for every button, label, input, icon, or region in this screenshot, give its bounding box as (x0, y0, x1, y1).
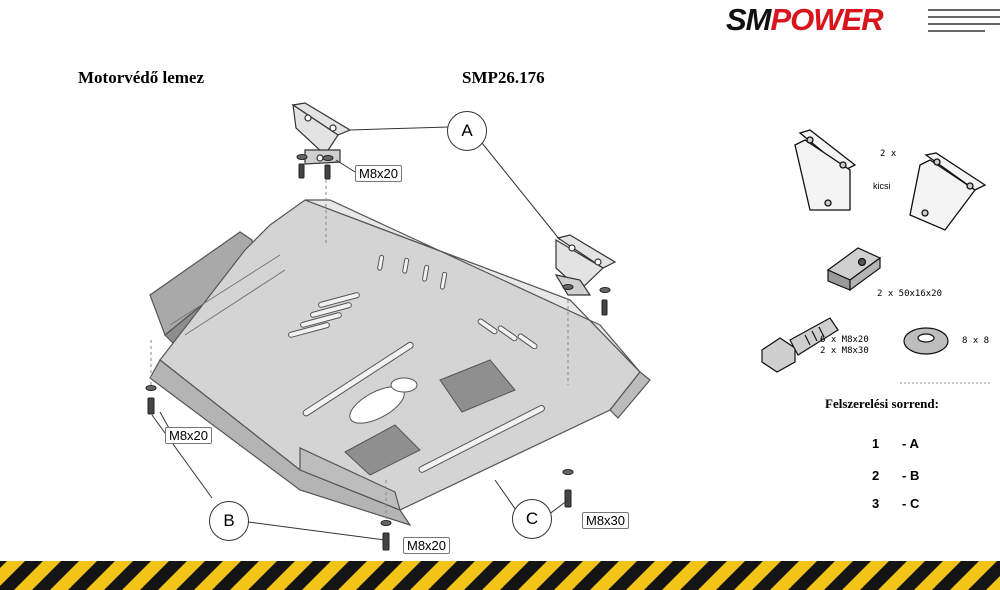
hazard-stripe (428, 561, 475, 590)
sequence-heading: Felszerelési sorrend: (825, 396, 939, 411)
hazard-stripe (644, 561, 691, 590)
hazard-stripe (140, 561, 187, 590)
hazard-stripe (680, 561, 727, 590)
logo-part-sm: SM (726, 2, 771, 37)
hazard-stripe (608, 561, 655, 590)
hazard-stripe (392, 561, 439, 590)
hazard-stripe (752, 561, 799, 590)
bolt-label-bottom: M8x20 (403, 537, 451, 554)
sequence-step-3-letter: - C (902, 496, 920, 511)
legend-bracket-qty: 2 x (880, 149, 897, 159)
hazard-stripe (536, 561, 583, 590)
hazard-stripe (464, 561, 511, 590)
hazard-stripe (212, 561, 259, 590)
bolts (145, 154, 611, 551)
guide-lines (150, 180, 569, 520)
legend-spacer-text: 2 x 50x16x20 (877, 289, 943, 299)
hazard-stripe (788, 561, 835, 590)
bolt-label-top: M8x20 (355, 165, 403, 182)
brand-logo: SMPOWER (726, 2, 884, 38)
hazard-stripe (896, 561, 943, 590)
legend-bolts-line1: 6 x M8x20 (820, 335, 869, 345)
legend-bolts-line2: 2 x M8x30 (820, 346, 869, 356)
bolt-label-right: M8x30 (582, 512, 630, 529)
logo-speed-lines (928, 9, 1000, 32)
legend-spacer-block (826, 247, 882, 292)
callout-a: A (447, 111, 487, 151)
hazard-stripe (0, 561, 43, 590)
hazard-stripe (500, 561, 547, 590)
hazard-stripe (968, 561, 1000, 590)
legend-washers-text: 8 x 8 (962, 336, 990, 346)
hazard-stripe (104, 561, 151, 590)
legend-bracket-2 (909, 152, 987, 231)
hazard-stripe (284, 561, 331, 590)
sequence-step-2-letter: - B (902, 468, 920, 483)
legend-bracket-name: kicsi (873, 181, 891, 191)
bolt-label-left: M8x20 (165, 427, 213, 444)
hazard-stripe (356, 561, 403, 590)
legend-washer (903, 327, 949, 355)
hazard-stripe (176, 561, 223, 590)
plate-slots (169, 254, 545, 473)
sequence-step-3-num: 3 (872, 496, 880, 511)
hazard-stripe (716, 561, 763, 590)
hazard-stripe-band (0, 561, 1000, 590)
callout-c: C (512, 499, 552, 539)
sequence-step-1-letter: - A (902, 436, 919, 451)
hazard-stripe (68, 561, 115, 590)
hazard-stripe (32, 561, 79, 590)
sequence-step-2-num: 2 (872, 468, 880, 483)
hazard-stripe (572, 561, 619, 590)
product-title: Motorvédő lemez (78, 68, 205, 87)
hazard-stripe (320, 561, 367, 590)
hazard-stripe (0, 561, 7, 568)
logo-part-power: POWER (770, 2, 884, 37)
legend-bolt (761, 317, 839, 373)
hazard-stripe (932, 561, 979, 590)
hazard-stripe (824, 561, 871, 590)
callout-b: B (209, 501, 249, 541)
hazard-stripe (248, 561, 295, 590)
plate-panels (344, 359, 516, 476)
legend-bracket-1 (794, 129, 857, 211)
sequence-step-1-num: 1 (872, 436, 880, 451)
hazard-stripe (860, 561, 907, 590)
product-code: SMP26.176 (462, 68, 545, 87)
